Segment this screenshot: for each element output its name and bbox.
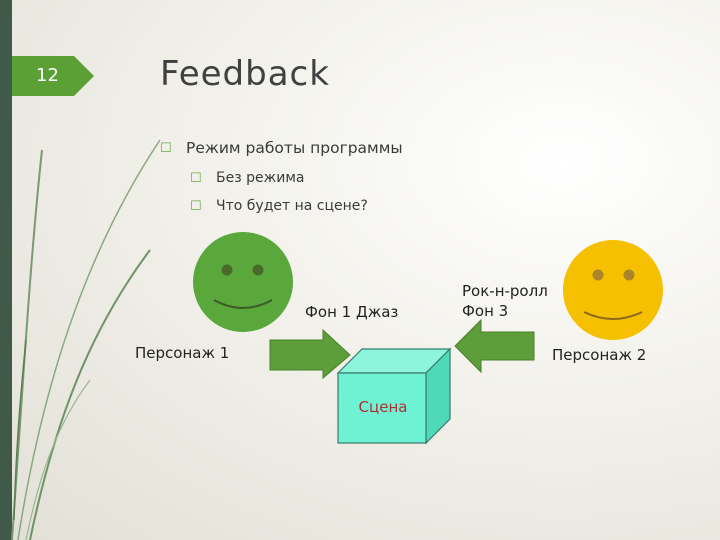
checkbox-bullet-icon: ☐ bbox=[190, 198, 202, 214]
slide-title: Feedback bbox=[160, 54, 330, 94]
slide-number: 12 bbox=[36, 65, 59, 86]
bullet-item: ☐ Режим работы программы bbox=[160, 139, 403, 157]
stage-cube-icon bbox=[336, 347, 452, 445]
slide-side-band bbox=[0, 0, 12, 540]
character-1-label: Персонаж 1 bbox=[135, 344, 230, 362]
bullet-text: Без режима bbox=[216, 170, 305, 186]
sub-bullet-item: ☐ Что будет на сцене? bbox=[190, 198, 368, 214]
arrow-left-label: Фон 1 Джаз bbox=[305, 303, 399, 321]
sub-bullet-item: ☐ Без режима bbox=[190, 170, 304, 186]
stage-label: Сцена bbox=[358, 398, 408, 416]
smiley-face-green-icon bbox=[193, 232, 293, 332]
arrow-right-label-line2: Фон 3 bbox=[462, 302, 509, 320]
bullet-text: Режим работы программы bbox=[186, 139, 403, 157]
arrow-right-label-line1: Рок-н-ролл bbox=[462, 282, 548, 300]
arrow-right-icon bbox=[269, 328, 351, 380]
checkbox-bullet-icon: ☐ bbox=[160, 140, 172, 156]
slide-number-tab bbox=[12, 56, 94, 96]
smiley-face-yellow-icon bbox=[563, 240, 663, 340]
checkbox-bullet-icon: ☐ bbox=[190, 170, 202, 186]
bullet-text: Что будет на сцене? bbox=[216, 198, 368, 214]
character-2-label: Персонаж 2 bbox=[552, 346, 647, 364]
arrow-left-icon bbox=[454, 318, 535, 374]
